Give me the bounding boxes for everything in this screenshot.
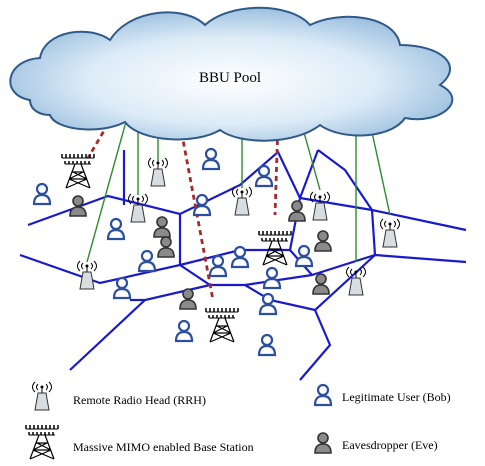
base-station-icon <box>205 307 239 343</box>
rrh-icon <box>232 186 252 216</box>
legend-bob-icon <box>313 383 333 407</box>
base-station-icon <box>258 230 292 266</box>
legend-eve-label: Eavesdropper (Eve) <box>342 438 438 452</box>
rrh-icon <box>128 193 148 223</box>
legend-rrh-icon <box>32 381 52 411</box>
rrh-icon <box>148 157 168 187</box>
bbu-pool-cloud: BBU Pool <box>9 6 454 142</box>
fronthaul-links-bs <box>86 121 280 301</box>
legend-base-station-icon <box>25 424 59 460</box>
legend-eve-icon <box>314 432 332 454</box>
rrh-icon <box>310 191 330 221</box>
legend-rrh-label: Remote Radio Head (RRH) <box>73 393 206 407</box>
base-station-icon <box>61 153 95 189</box>
rrh-icon <box>380 218 400 248</box>
legend-bob-label: Legitimate User (Bob) <box>342 390 451 404</box>
legend: Remote Radio Head (RRH) Massive MIMO ena… <box>25 381 451 460</box>
legend-base-station-label: Massive MIMO enabled Base Station <box>73 440 254 454</box>
bbu-pool-label: BBU Pool <box>199 70 261 86</box>
rrh-icon <box>346 266 366 296</box>
